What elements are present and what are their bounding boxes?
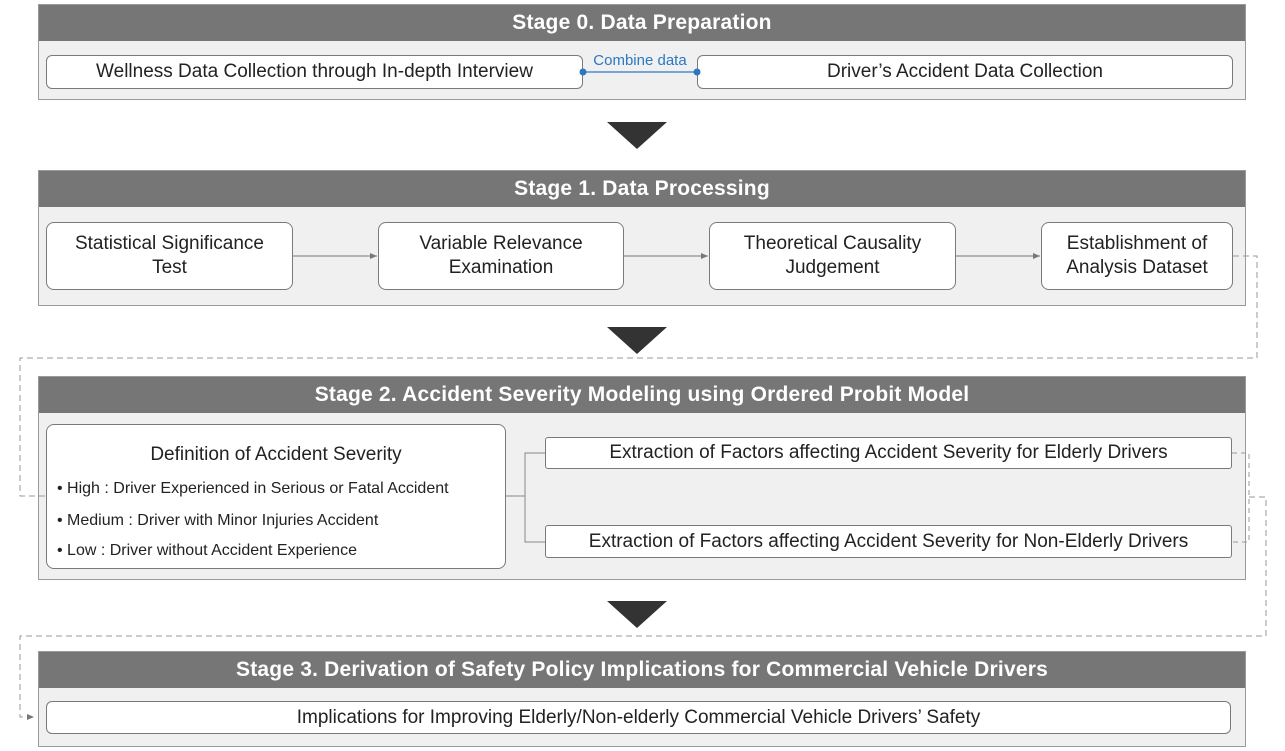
stage-0-header: Stage 0. Data Preparation [39,5,1245,41]
down-arrow-2 [607,327,667,354]
down-arrow-3 [607,601,667,628]
stage-2-header: Stage 2. Accident Severity Modeling usin… [39,377,1245,413]
down-arrow-1 [607,122,667,149]
step-theoretical-causality: Theoretical Causality Judgement [709,222,956,290]
wellness-data-box: Wellness Data Collection through In-dept… [46,55,583,89]
definition-item-medium: • Medium : Driver with Minor Injuries Ac… [57,512,379,529]
definition-item-high: • High : Driver Experienced in Serious o… [57,480,449,497]
step-statistical-significance: Statistical Significance Test [46,222,293,290]
stage-3-header: Stage 3. Derivation of Safety Policy Imp… [39,652,1245,688]
extract-elderly-box: Extraction of Factors affecting Accident… [545,437,1232,469]
combine-data-label: Combine data [593,52,687,69]
step-variable-relevance: Variable Relevance Examination [378,222,624,290]
step-analysis-dataset: Establishment of Analysis Dataset [1041,222,1233,290]
extract-nonelderly-box: Extraction of Factors affecting Accident… [545,525,1232,558]
definition-box: Definition of Accident Severity • High :… [46,424,506,569]
definition-title: Definition of Accident Severity [150,444,402,465]
implications-box: Implications for Improving Elderly/Non-e… [46,701,1231,734]
definition-item-low: • Low : Driver without Accident Experien… [57,542,357,559]
stage-1-header: Stage 1. Data Processing [39,171,1245,207]
accident-data-box: Driver’s Accident Data Collection [697,55,1233,89]
